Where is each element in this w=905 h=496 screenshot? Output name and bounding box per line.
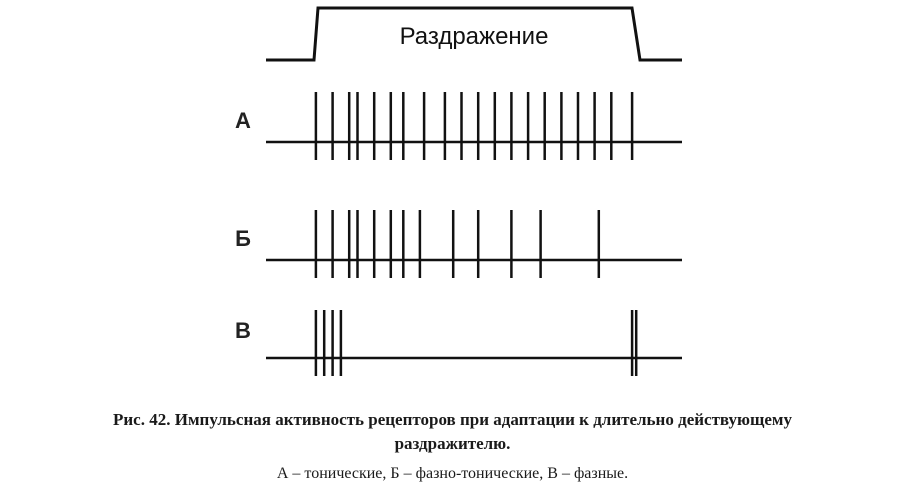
caption-title-line-2: раздражителю. — [394, 434, 511, 453]
trace-spikes-v — [314, 310, 638, 376]
trace-label-a: А — [235, 108, 251, 133]
stimulus-trace — [266, 6, 682, 62]
trace-label-v: В — [235, 318, 251, 343]
figure-caption-legend: А – тонические, Б – фазно-тонические, В … — [276, 465, 629, 482]
trace-spikes-a — [314, 92, 634, 160]
stimulus-label: Раздражение — [400, 23, 549, 50]
receptor-activity-diagram: Раздражение А Б В — [235, 6, 682, 376]
figure-caption-title: Рис. 42. Импульсная активность рецепторо… — [0, 408, 905, 456]
trace-spikes-b — [314, 210, 601, 278]
trace-label-b: Б — [235, 226, 251, 251]
caption-title-line-1: Рис. 42. Импульсная активность рецепторо… — [113, 410, 792, 429]
